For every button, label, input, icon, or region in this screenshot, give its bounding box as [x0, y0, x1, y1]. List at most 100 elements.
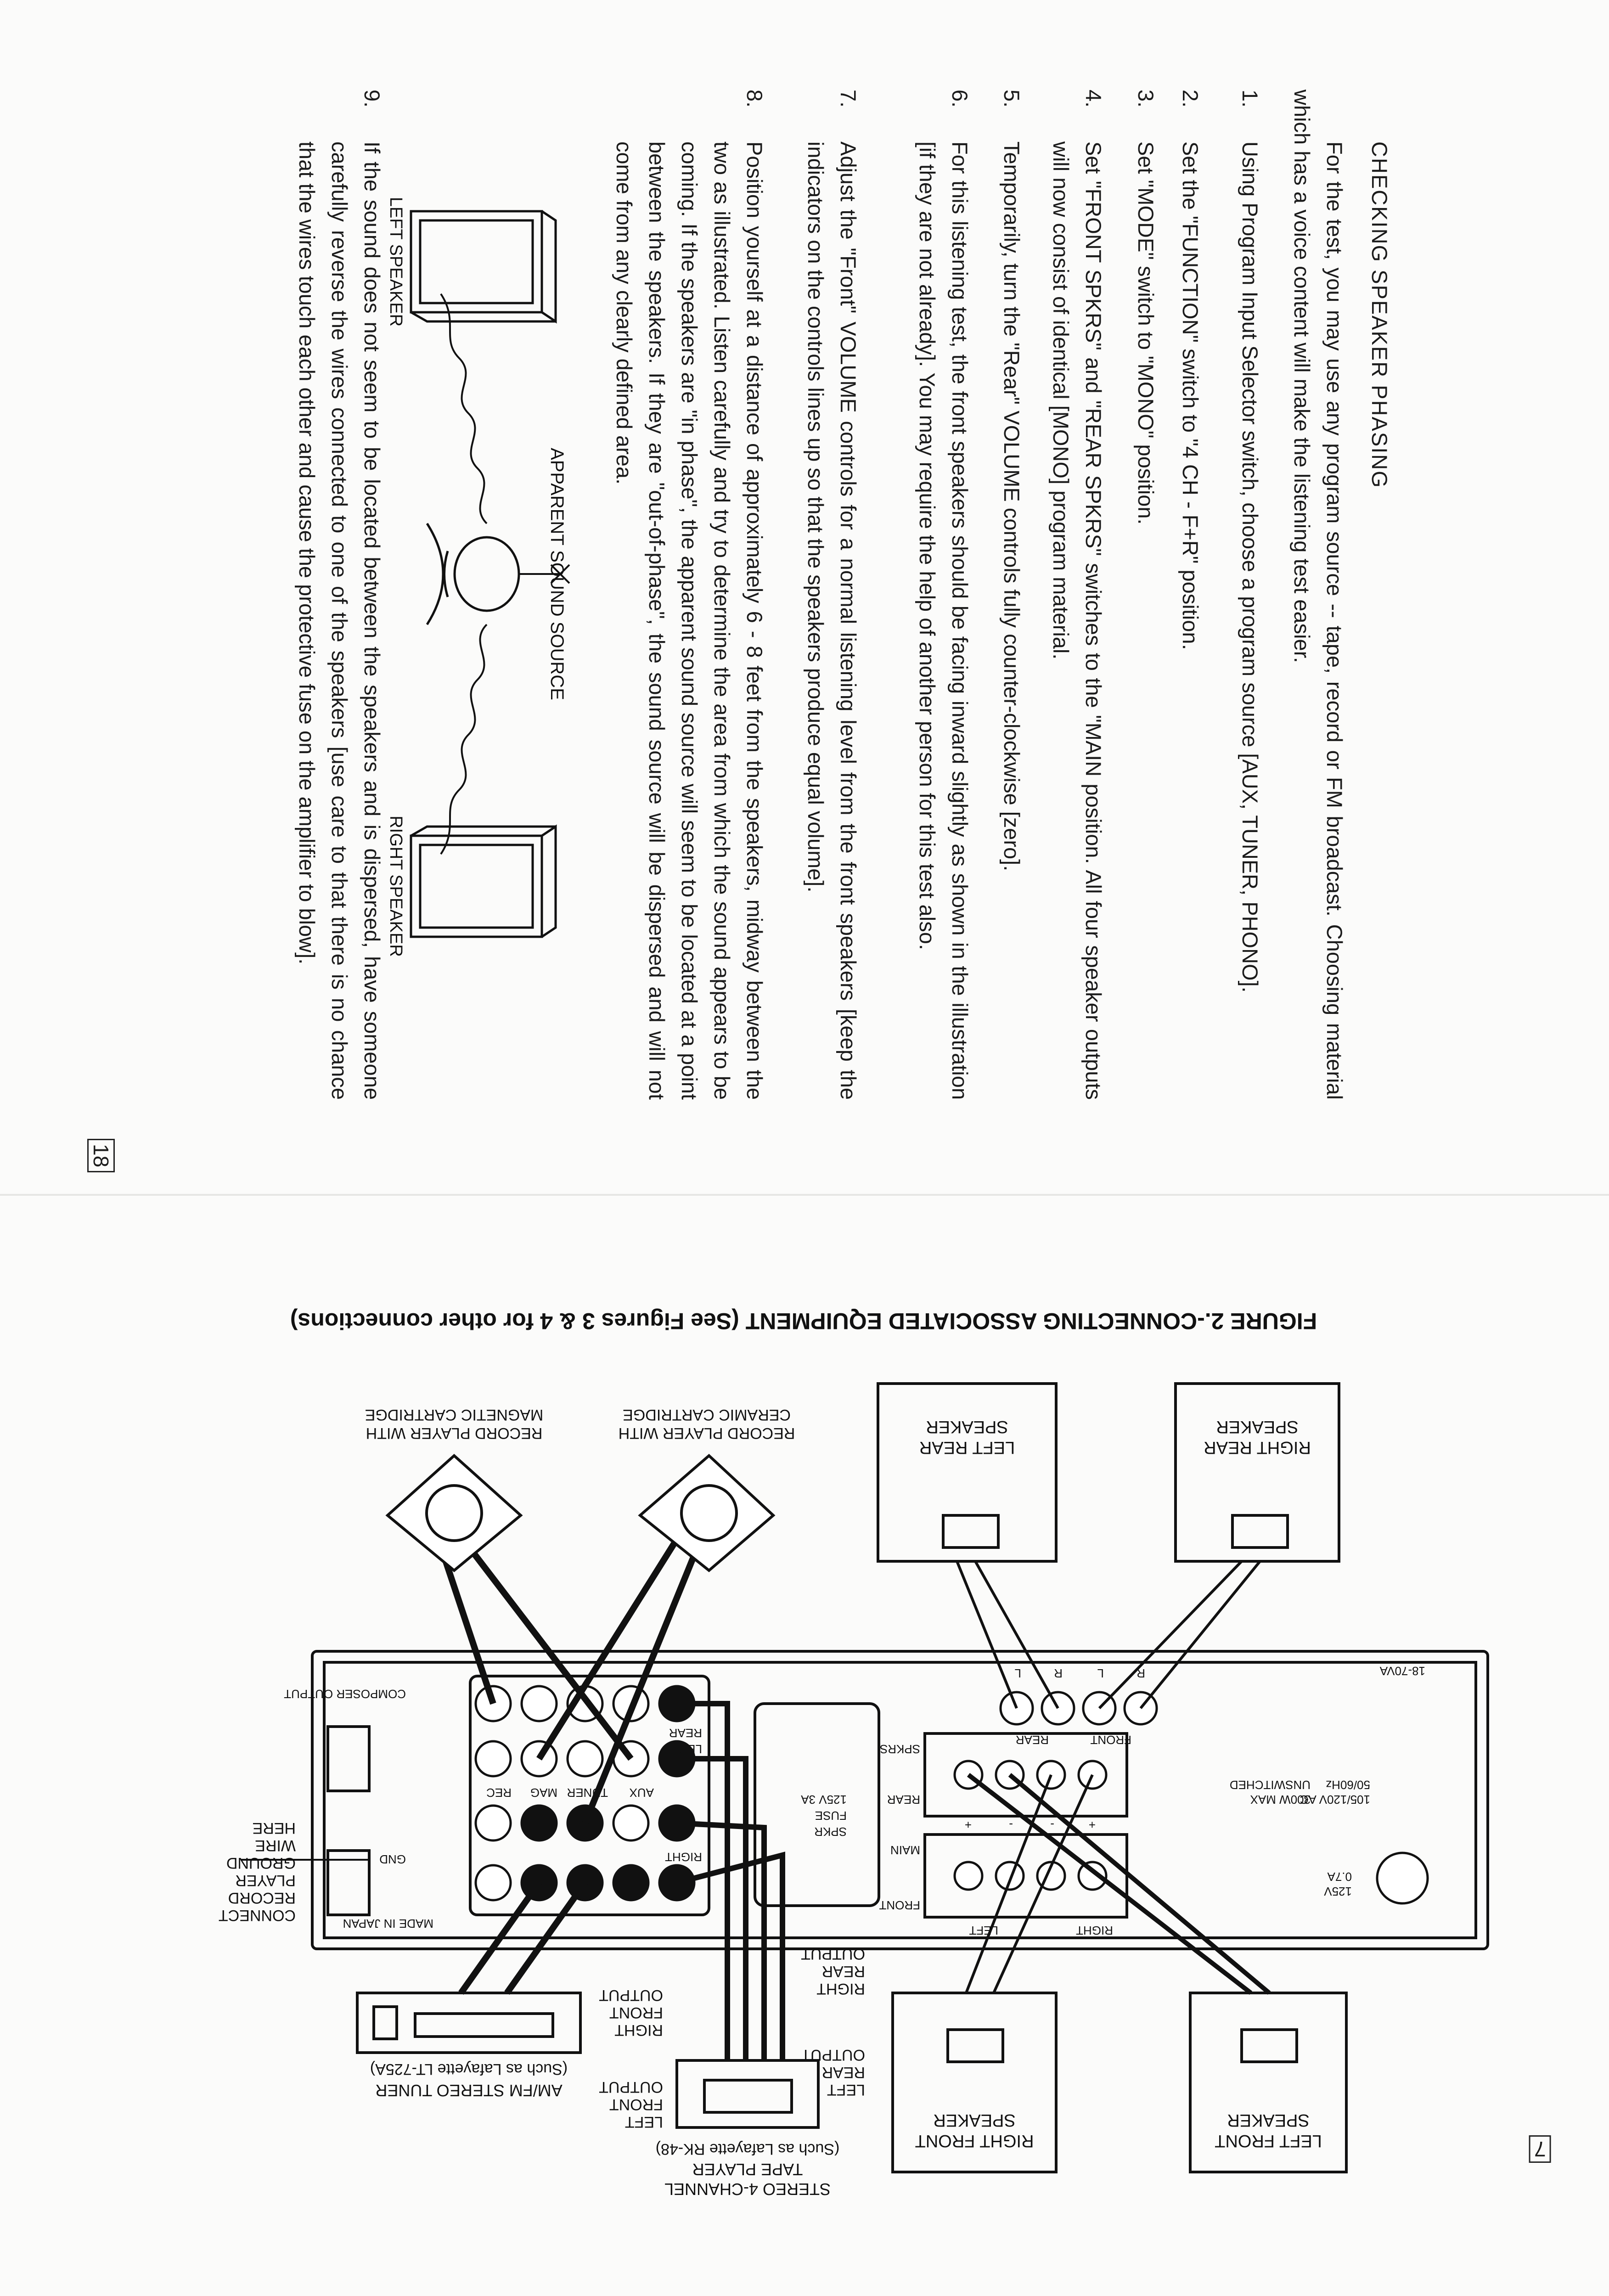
step-3: 3. Set "MODE" switch to "MONO" position.	[1130, 90, 1162, 1100]
ground-note-line: WIRE	[255, 1837, 296, 1854]
step-text: Set "MODE" switch to "MONO" position.	[1134, 141, 1158, 525]
jack-letter: L	[1015, 1666, 1021, 1680]
page-fold-divider	[0, 1194, 1609, 1196]
rear-input-label: REAR	[669, 1726, 702, 1740]
step-6: 6.For this listening test, the front spe…	[911, 90, 976, 1100]
left-rear-speaker	[877, 1382, 1058, 1563]
step-text: If the sound does not seem to be located…	[295, 141, 384, 1100]
step-1: 1. Using Program Input Selector switch, c…	[1234, 90, 1266, 1100]
instructions-page: CHECKING SPEAKER PHASING For the test, y…	[69, 83, 1401, 1185]
step-text: Set "FRONT SPKRS" and "REAR SPKRS" switc…	[1049, 141, 1106, 1100]
spkr-fuse-label: SPKR	[814, 1825, 847, 1839]
strip-right-label: RIGHT	[1076, 1924, 1113, 1937]
tape-player-label-3: (Such as Lafayette RK-48)	[656, 2140, 840, 2158]
left-front-output-1: LEFT	[625, 2113, 663, 2131]
intro-paragraph: For the test, you may use any program so…	[1290, 90, 1347, 1100]
ground-note: CONNECT RECORD PLAYER GROUND WIRE HERE	[219, 1819, 296, 1924]
magnetic-record-player-icon	[385, 1453, 523, 1572]
left-front-output-2: FRONT	[609, 2096, 663, 2113]
left-speaker-wire	[440, 293, 488, 524]
page-number: 18	[87, 1139, 115, 1173]
right-front-speaker-label-2: SPEAKER	[933, 2110, 1016, 2130]
page-number-right: 7	[1529, 2135, 1551, 2163]
step-number: 3.	[1134, 90, 1158, 108]
ceramic-player-label-2: CERAMIC CARTRIDGE	[623, 1406, 791, 1424]
ac-label: UNSWITCHED	[1230, 1778, 1311, 1792]
polarity-mark: -	[1009, 1818, 1013, 1832]
input-label-tuner: TUNER	[567, 1786, 608, 1800]
step-8: 8.Position yourself at a distance of app…	[608, 90, 771, 1100]
ac-label: 50/60Hz	[1326, 1778, 1370, 1792]
step-9: 9. If the sound does not seem to be locat…	[291, 90, 388, 1100]
left-rear-speaker-label-2: SPEAKER	[926, 1417, 1008, 1436]
ground-note-line: GROUND	[226, 1854, 296, 1872]
left-rear-output-2: REAR	[822, 2064, 865, 2081]
tape-player-icon	[675, 2059, 820, 2129]
right-front-output-3: OUTPUT	[599, 1986, 663, 2004]
magnetic-player-label-2: MAGNETIC CARTRIDGE	[365, 1406, 544, 1424]
right-input-label: RIGHT	[665, 1850, 702, 1864]
fuse-label: 0.7A	[1327, 1870, 1352, 1884]
step-text: Position yourself at a distance of appro…	[612, 141, 767, 1100]
spkr-fuse-label: 125V 3A	[801, 1793, 847, 1806]
right-front-output-1: RIGHT	[614, 2021, 663, 2039]
right-speaker-label: RIGHT SPEAKER	[386, 816, 405, 957]
ground-note-line: CONNECT	[219, 1907, 296, 1924]
power-switch-label: 18-70VA	[1379, 1664, 1425, 1678]
jack-letter: R	[1136, 1666, 1145, 1680]
right-rear-speaker	[1174, 1382, 1340, 1563]
left-rear-speaker-label-1: LEFT REAR	[919, 1438, 1015, 1457]
page-heading: CHECKING SPEAKER PHASING	[1367, 141, 1392, 489]
jack-letter: L	[1097, 1666, 1104, 1680]
panel-labels: 18-70VA 105/120V AC 50/60Hz 300W MAX UNS…	[284, 1664, 1425, 1937]
left-front-speaker-label-2: SPEAKER	[1227, 2110, 1310, 2130]
polarity-mark: -	[1050, 1818, 1054, 1832]
polarity-mark: +	[1089, 1818, 1096, 1832]
speaker-phasing-illustration: APPARENT SOUND SOURCE LEFT SPEAKER RIGHT…	[386, 197, 570, 957]
left-rear-output-3: OUTPUT	[801, 2046, 865, 2064]
step-text: Set the "FUNCTION" switch to "4 CH - F+R…	[1178, 141, 1203, 650]
step-7: 7.Adjust the "Front" VOLUME controls for…	[799, 90, 865, 1100]
step-text: Using Program Input Selector switch, cho…	[1238, 141, 1262, 993]
figure-2-diagram: FIGURE 2.-CONNECTING ASSOCIATED EQUIPMEN…	[0, 1295, 1609, 2213]
connection-wires	[241, 1522, 1271, 2060]
right-front-speaker-label-1: RIGHT FRONT	[915, 2131, 1034, 2150]
magnetic-player-label-1: RECORD PLAYER WITH	[366, 1424, 543, 1442]
polarity-mark: +	[965, 1818, 972, 1832]
left-rear-output-1: LEFT	[827, 2081, 865, 2099]
jack-front-label: FRONT	[1090, 1733, 1131, 1747]
step-number: 1.	[1238, 90, 1262, 108]
sound-source-x-icon	[550, 564, 570, 584]
input-label-aux: AUX	[630, 1786, 654, 1800]
step-4: 4. Set "FRONT SPKRS" and "REAR SPKRS" swi…	[1045, 90, 1110, 1100]
step-number: 2.	[1178, 90, 1203, 108]
gnd-label: GND	[379, 1852, 406, 1866]
tuner-label-2: (Such as Lafayette LT-725A)	[370, 2060, 568, 2078]
apparent-source-label: APPARENT SOUND SOURCE	[547, 448, 567, 700]
left-input-label: LEFT	[673, 1742, 702, 1756]
strip-left-label: LEFT	[969, 1924, 998, 1937]
jack-letter: R	[1054, 1666, 1063, 1680]
right-rear-speaker-label-2: SPEAKER	[1216, 1417, 1299, 1436]
tuner-label-1: AM/FM STEREO TUNER	[375, 2081, 562, 2100]
left-front-speaker-label-1: LEFT FRONT	[1215, 2131, 1322, 2150]
listener-head-icon	[426, 523, 520, 625]
strip-front-label: FRONT	[879, 1898, 920, 1912]
ground-note-line: HERE	[253, 1819, 296, 1837]
ground-note-line: PLAYER	[235, 1872, 296, 1889]
step-number: 5.	[1000, 90, 1024, 108]
step-number: 9.	[360, 90, 384, 108]
tuner-icon	[356, 1992, 582, 2054]
made-in-label: MADE IN JAPAN	[343, 1917, 433, 1930]
ac-label: 300W MAX	[1250, 1793, 1311, 1806]
step-text: For this listening test, the front speak…	[915, 141, 972, 1100]
step-5: 5.Temporarily, turn the "Rear" VOLUME co…	[996, 90, 1028, 1100]
input-label-mag: MAG	[530, 1786, 557, 1800]
right-speaker-icon	[410, 824, 557, 938]
right-rear-speaker-label-1: RIGHT REAR	[1204, 1438, 1311, 1457]
ceramic-record-player-icon	[638, 1453, 776, 1572]
right-front-speaker	[891, 1992, 1058, 2173]
step-number: 4.	[1081, 90, 1106, 108]
tape-player-label-1: STEREO 4-CHANNEL	[664, 2180, 831, 2199]
left-speaker-label: LEFT SPEAKER	[386, 197, 405, 326]
